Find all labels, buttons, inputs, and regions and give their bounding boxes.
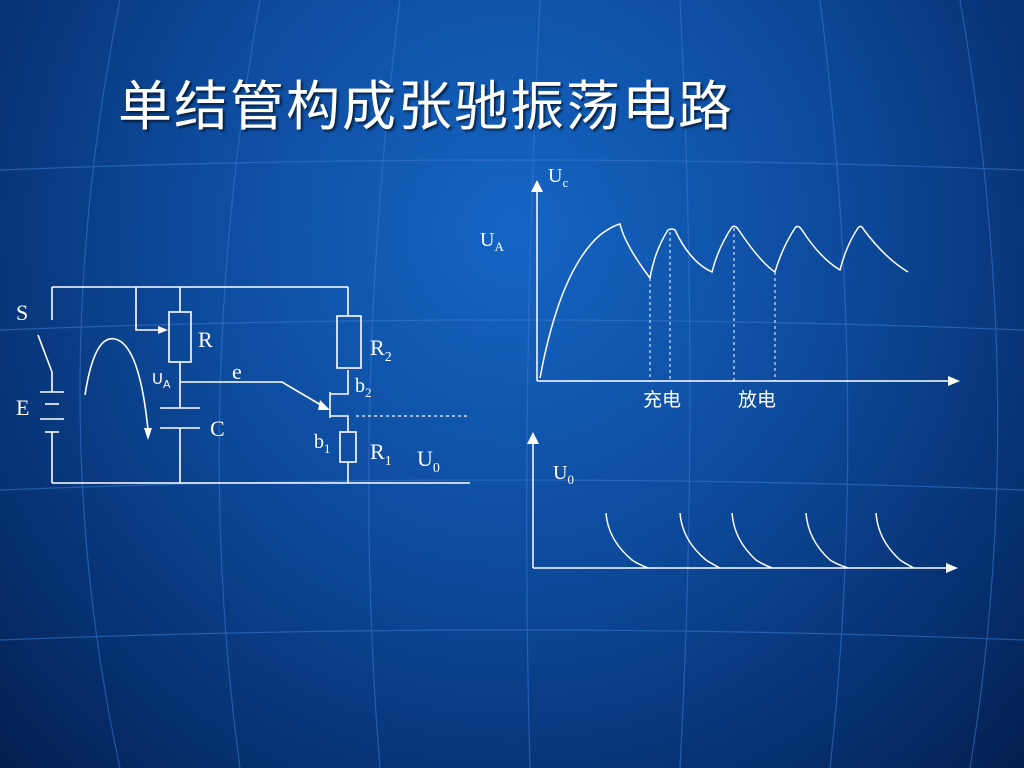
top-graph-y-arrow [531,180,543,192]
capacitor-label: C [210,416,225,441]
u0-label-circuit: U0 [417,446,440,476]
resistor-r2 [336,315,362,369]
pulse-4 [805,512,849,569]
pulse-2 [679,512,721,569]
bottom-graph-x-arrow [946,563,958,573]
emitter-label: e [232,359,242,384]
battery-label: E [16,395,29,420]
ua-label-circuit: UA [152,370,171,391]
pulse-3 [731,512,773,569]
switch-blade [37,334,53,373]
top-graph-level-label: UA [480,229,504,254]
top-graph-y-label: Uc [548,165,568,190]
pulse-5 [875,512,915,569]
charge-label: 充电 [643,389,681,411]
pulse-1 [605,512,649,569]
pot-wiper [135,287,160,331]
b2-wire [330,370,349,395]
emitter-arrow [318,400,330,410]
r1-label: R1 [370,439,392,469]
switch-label: S [16,300,28,325]
r2-label: R2 [370,335,392,365]
b1-wire [330,415,349,432]
top-graph-x-arrow [948,376,960,386]
resistor-label: R [198,327,213,352]
emitter-wire [180,381,327,409]
current-arc [84,337,149,431]
page-title: 单结管构成张驰振荡电路 [118,75,734,138]
pot-wiper-arrow [158,326,168,334]
discharge-label: 放电 [738,389,776,411]
bottom-graph-y-label: U0 [553,462,574,487]
b2-label: b2 [355,375,372,400]
b1-label: b1 [314,431,331,456]
resistor-r1 [339,431,357,463]
current-arrow-head [144,428,152,440]
charge-discharge-waveform [539,223,909,379]
bottom-graph-y-arrow [527,432,539,444]
resistor-r [168,311,192,363]
